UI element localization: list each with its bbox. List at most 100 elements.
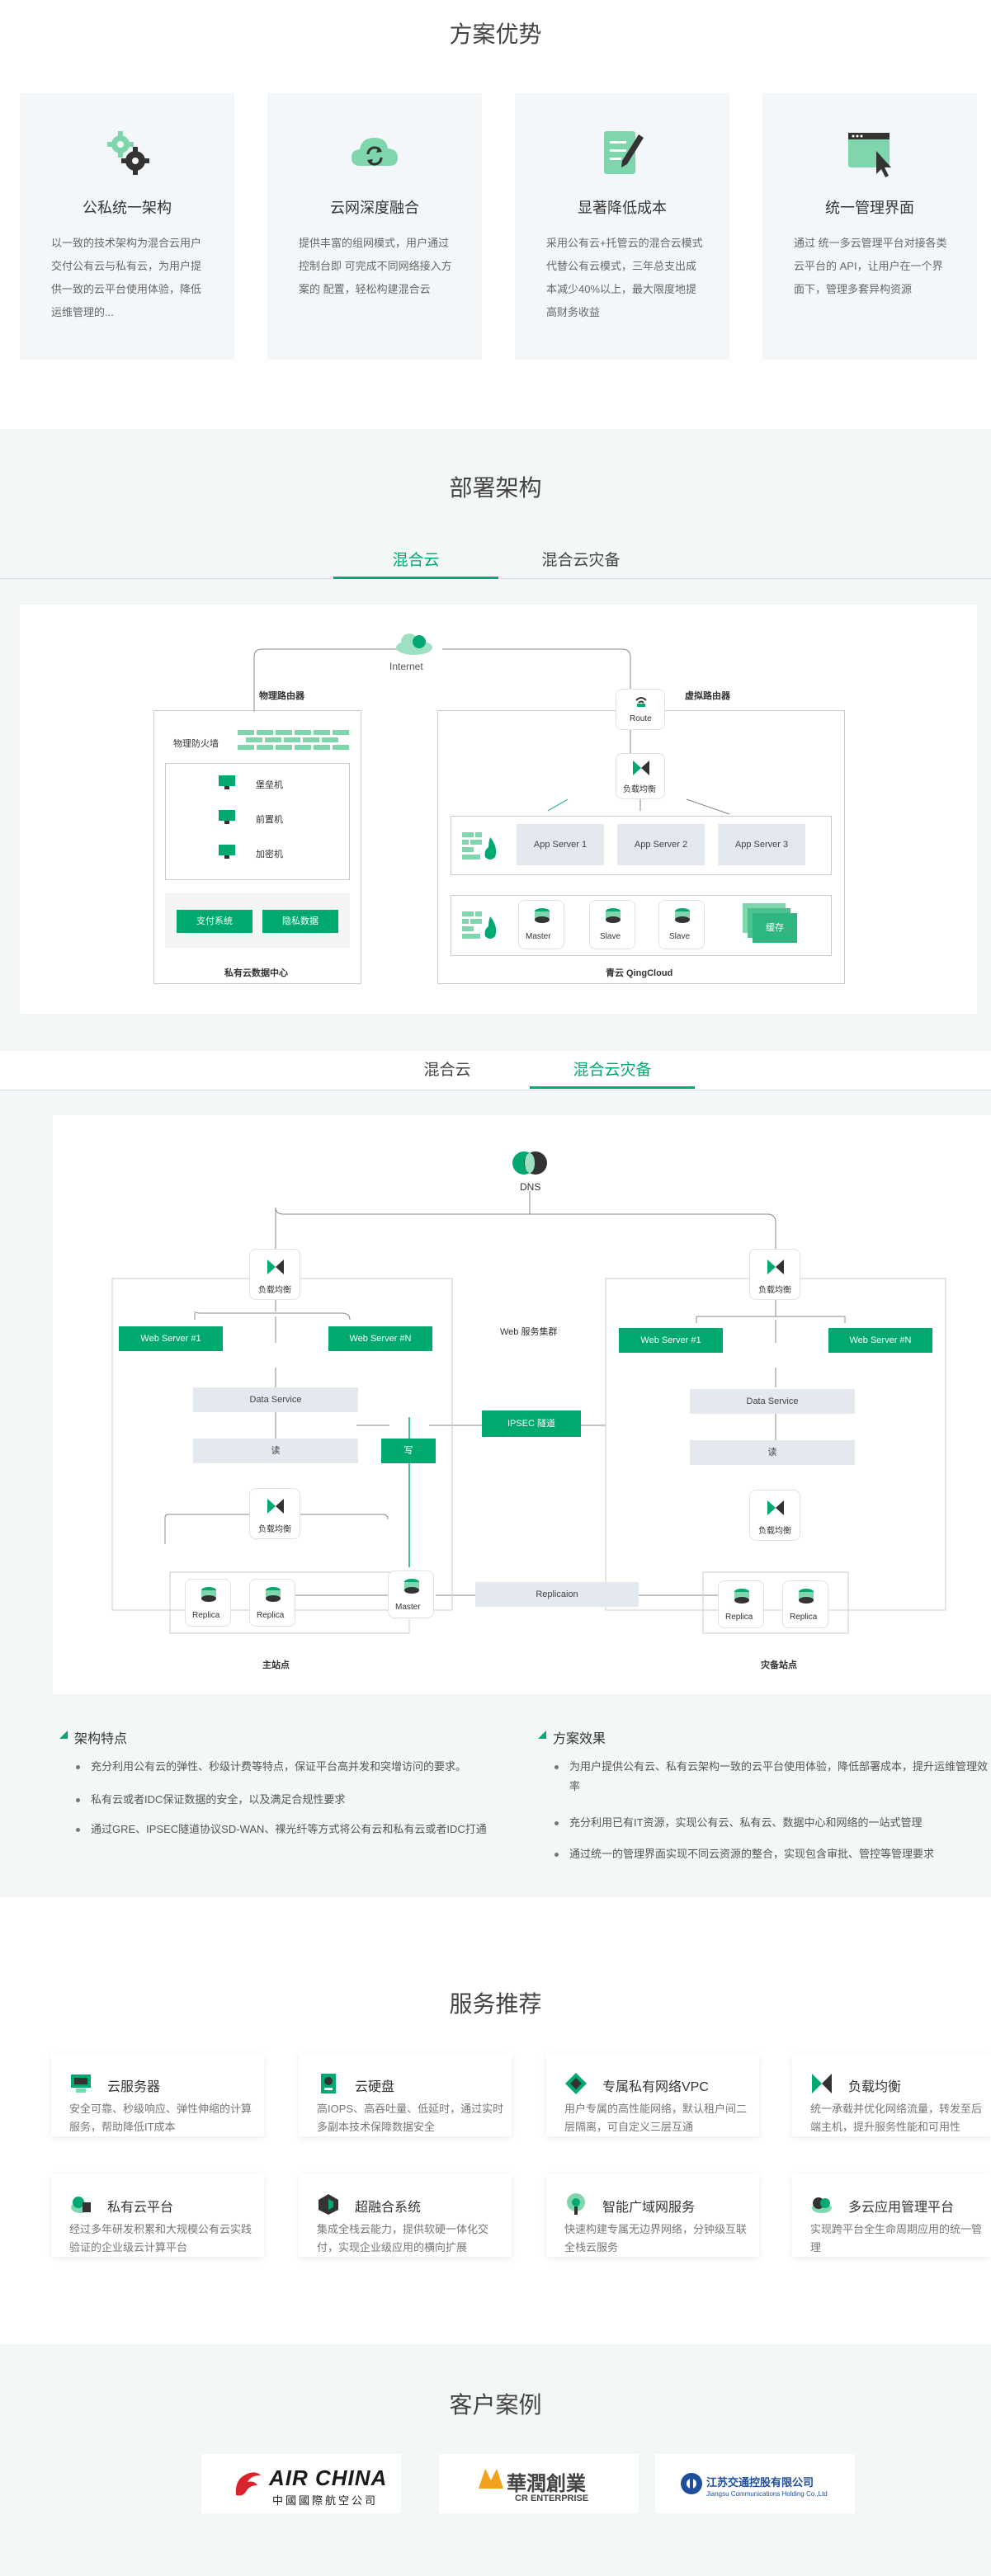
lb-node[interactable]: 负载均衡 — [616, 753, 665, 799]
lb-node[interactable]: 负载均衡 — [749, 1490, 800, 1541]
private-dc-label: 私有云数据中心 — [224, 968, 288, 978]
route-node[interactable]: Route — [616, 689, 665, 730]
replica-node[interactable]: Replica — [718, 1580, 764, 1628]
web-server-1-button[interactable]: Web Server #1 — [619, 1328, 723, 1353]
jiangsu-logo-icon — [681, 2473, 702, 2494]
client-logo-cr-enterprise[interactable]: 華潤創業 CR ENTERPRISE — [439, 2454, 639, 2513]
service-card-cloud-disk[interactable]: 云硬盘 高IOPS、高吞吐量、低延时，通过实时多副本技术保障数据安全 — [299, 2054, 512, 2136]
database-icon — [799, 1589, 814, 1604]
adv-card-cost-reduction[interactable]: 显著降低成本 采用公有云+托管云的混合云模式代替公有云模式，三年总支出成本减少4… — [515, 93, 729, 360]
load-balancer-icon — [267, 1260, 284, 1274]
virt-router-label: 虚拟路由器 — [685, 691, 730, 701]
replica-node[interactable]: Replica — [185, 1579, 231, 1627]
app-server-2[interactable]: App Server 2 — [617, 824, 705, 865]
replication-box[interactable]: Replicaion — [475, 1582, 639, 1607]
hybrid-dr-diagram: DNS 负载均衡 负载均衡 Web 服务集群 Web Server #1 Web… — [53, 1115, 991, 1694]
deploy-tabs-2: 混合云 混合云灾备 — [0, 1051, 991, 1090]
replica-node[interactable]: Replica — [782, 1580, 828, 1628]
adv-title: 显著降低成本 — [578, 200, 667, 216]
adv-card-unified-ui[interactable]: 统一管理界面 通过 统一多云管理平台对接各类云平台的 API，让用户在一个界面下… — [762, 93, 977, 360]
features-title: 架构特点 — [74, 1732, 128, 1746]
internet-label: Internet — [389, 661, 423, 672]
service-desc: 快速构建专属无边界网络，分钟级互联全栈云服务 — [564, 2223, 748, 2253]
data-service-box[interactable]: Data Service — [193, 1387, 358, 1412]
client-logo-air-china[interactable]: AIR CHINA 中國國際航空公司 — [201, 2454, 401, 2513]
firewall-flame-icon — [462, 911, 497, 939]
lb-node[interactable]: 负载均衡 — [749, 1249, 800, 1300]
database-icon — [606, 908, 621, 923]
client-name: 江苏交通控股有限公司 — [706, 2476, 814, 2489]
service-desc: 实现跨平台全生命周期应用的统一管理 — [810, 2223, 983, 2253]
ipsec-tunnel-button[interactable]: IPSEC 隧道 — [482, 1410, 581, 1437]
lb-node[interactable]: 负载均衡 — [249, 1488, 300, 1539]
read-box[interactable]: 读 — [690, 1440, 855, 1465]
service-card-load-balancer[interactable]: 负载均衡 统一承载并优化网络流量，转发至后端主机，提升服务性能和可用性 — [792, 2054, 991, 2136]
advantages-title: 方案优势 — [449, 21, 542, 47]
db-label: Slave — [669, 932, 691, 941]
service-title: 私有云平台 — [107, 2201, 174, 2215]
gears-icon — [107, 131, 149, 175]
client-logo-jiangsu-comm[interactable]: 江苏交通控股有限公司 Jiangsu Communications Holdin… — [655, 2454, 855, 2513]
app-server-1[interactable]: App Server 1 — [517, 824, 604, 865]
server-icon — [71, 2074, 91, 2093]
service-title: 云服务器 — [107, 2080, 161, 2094]
cr-logo-icon — [479, 2469, 503, 2489]
feature-item: 私有云或者IDC保证数据的安全，以及满足合规性要求 — [76, 1790, 536, 1810]
firewall-bricks-icon — [238, 730, 349, 750]
service-card-multicloud[interactable]: 多云应用管理平台 实现跨平台全生命周期应用的统一管理 — [792, 2174, 991, 2257]
load-balancer-icon — [767, 1260, 784, 1274]
app-server-3[interactable]: App Server 3 — [718, 824, 805, 865]
tab-hybrid-dr[interactable]: 混合云灾备 — [530, 1057, 695, 1089]
service-card-sd-wan[interactable]: 智能广域网服务 快速构建专属无边界网络，分钟级互联全栈云服务 — [546, 2174, 759, 2257]
payment-system-button[interactable]: 支付系统 — [177, 910, 252, 933]
service-card-hyperconverged[interactable]: 超融合系统 集成全栈云能力，提供软硬一体化交付，实现企业级应用的横向扩展 — [299, 2174, 512, 2257]
dns-icon — [512, 1151, 547, 1175]
service-card-private-cloud[interactable]: 私有云平台 经过多年研发积累和大规模公有云实践验证的企业级云计算平台 — [51, 2174, 264, 2257]
master-label: Master — [395, 1603, 421, 1612]
host-label: 堡垒机 — [256, 780, 283, 790]
adv-card-unified-architecture[interactable]: 公私统一架构 以一致的技术架构为混合云用户交付公有云与私有云，为用户提供一致的云… — [20, 93, 234, 360]
document-pen-icon — [604, 131, 644, 174]
db-slave-node[interactable]: Slave — [589, 900, 635, 949]
qingcloud-label: 青云 QingCloud — [606, 968, 673, 978]
master-node[interactable]: Master — [388, 1571, 434, 1618]
web-server-1-button[interactable]: Web Server #1 — [119, 1326, 223, 1351]
db-slave-node[interactable]: Slave — [658, 900, 705, 949]
lb-label: 负载均衡 — [258, 1525, 291, 1534]
lb-node[interactable]: 负载均衡 — [249, 1249, 300, 1300]
tab-hybrid-dr[interactable]: 混合云灾备 — [541, 552, 621, 569]
private-data-button[interactable]: 隐私数据 — [262, 910, 338, 933]
load-balancer-icon — [267, 1499, 284, 1514]
web-server-n-button[interactable]: Web Server #N — [328, 1326, 432, 1351]
tab-hybrid-cloud[interactable]: 混合云 — [333, 548, 498, 579]
private-cloud-icon — [71, 2197, 91, 2213]
phys-router-label: 物理路由器 — [259, 691, 304, 701]
private-dc-box — [153, 710, 361, 984]
replica-node[interactable]: Replica — [249, 1579, 295, 1627]
web-cluster-label: Web 服务集群 — [500, 1327, 558, 1337]
db-box — [451, 895, 832, 956]
firewall-label: 物理防火墙 — [173, 739, 219, 749]
data-service-box[interactable]: Data Service — [690, 1389, 855, 1414]
clients-title: 客户案例 — [449, 2392, 542, 2418]
lb-label: 负载均衡 — [758, 1527, 791, 1536]
web-server-n-button[interactable]: Web Server #N — [828, 1328, 932, 1353]
adv-desc: 以一致的技术架构为混合云用户交付公有云与私有云，为用户提供一致的云平台使用体验，… — [51, 237, 202, 318]
service-card-cloud-server[interactable]: 云服务器 安全可靠、秒级响应、弹性伸缩的计算服务，帮助降低IT成本 — [51, 2054, 264, 2136]
adv-desc: 提供丰富的组网模式，用户通过控制台即 可完成不同网络接入方案的 配置，轻松构建混… — [299, 237, 452, 295]
adv-title: 公私统一架构 — [83, 200, 172, 216]
write-box[interactable]: 写 — [381, 1439, 436, 1463]
service-desc: 集成全栈云能力，提供软硬一体化交付，实现企业级应用的横向扩展 — [317, 2223, 489, 2253]
vpc-diamond-icon — [565, 2073, 587, 2094]
client-sub: CR ENTERPRISE — [515, 2494, 589, 2503]
database-icon — [201, 1587, 216, 1602]
client-sub: 中國國際航空公司 — [272, 2494, 379, 2507]
db-master-node[interactable]: Master — [518, 900, 564, 949]
adv-card-cloud-network[interactable]: 云网深度融合 提供丰富的组网模式，用户通过控制台即 可完成不同网络接入方案的 配… — [267, 93, 482, 360]
tab-hybrid-cloud[interactable]: 混合云 — [423, 1062, 471, 1079]
cache-node[interactable]: 缓存 — [753, 913, 797, 943]
replica-label: Replica — [725, 1613, 753, 1622]
service-card-vpc[interactable]: 专属私有网络VPC 用户专属的高性能网络，默认租户间二层隔离，可自定义三层互通 — [546, 2054, 759, 2136]
read-box[interactable]: 读 — [193, 1439, 358, 1463]
database-icon — [675, 908, 690, 923]
